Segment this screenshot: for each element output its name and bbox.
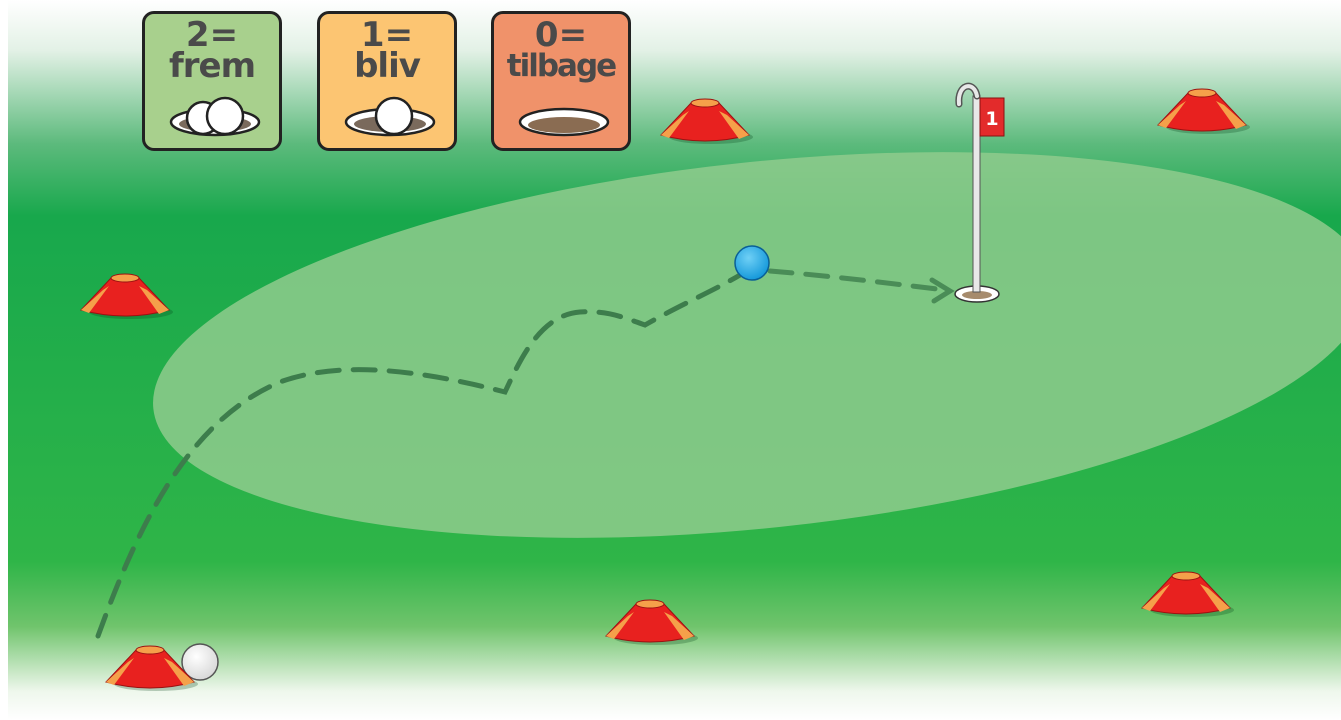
putt-path (95, 272, 743, 639)
cone-marker (605, 599, 698, 645)
hole-one-ball-icon (344, 96, 436, 137)
legend-value: 0= (534, 15, 588, 55)
cone-marker (660, 98, 753, 144)
flag-number: 1 (985, 108, 998, 130)
cone-marker (105, 645, 198, 691)
hole-with-flag: 1 (954, 82, 1005, 303)
hole-two-balls-icon (169, 96, 261, 137)
empty-hole-icon (518, 107, 610, 137)
path-arrowhead (929, 277, 955, 304)
blue-ball (734, 245, 770, 281)
putting-green (153, 152, 1341, 538)
legend-item-1-stay: 1= bliv (317, 11, 457, 151)
cone-marker (80, 273, 173, 319)
legend-label: tilbage (506, 48, 617, 84)
legend-label: bliv (354, 46, 421, 86)
legend-value: 2= (185, 15, 239, 55)
white-ball (181, 643, 219, 681)
cone-marker (1157, 88, 1250, 134)
flag (979, 97, 1005, 137)
cones-group (80, 88, 1250, 691)
legend-item-2-forward: 2= frem (142, 11, 282, 151)
legend-value: 1= (360, 15, 414, 55)
putt-path-final (767, 268, 948, 293)
cone-marker (1141, 571, 1234, 617)
legend-item-0-back: 0= tilbage (491, 11, 631, 151)
legend-label: frem (168, 46, 256, 86)
